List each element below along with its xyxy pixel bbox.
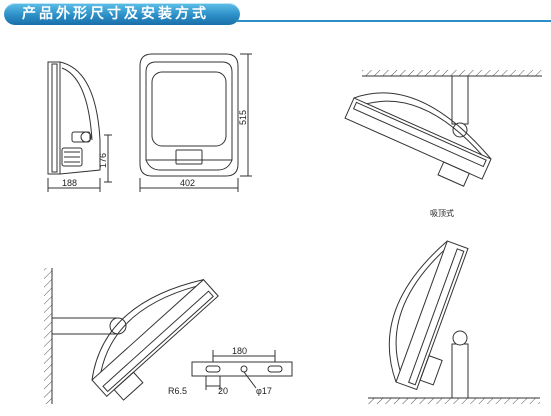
dim-side-depth: 188 <box>62 178 77 188</box>
dim-front-height: 515 <box>238 110 248 125</box>
dim-bracket-hole: φ17 <box>256 386 272 396</box>
floor-mount-view <box>368 240 540 404</box>
dim-bracket-radius: R6.5 <box>168 386 187 396</box>
title-banner: 产品外形尺寸及安装方式 <box>4 3 240 25</box>
side-view <box>47 61 112 192</box>
front-view <box>139 53 252 192</box>
ceiling-mount-view <box>344 70 542 187</box>
dim-bracket-offset: 20 <box>218 386 228 396</box>
dim-front-width: 402 <box>180 178 195 188</box>
header-bar: 产品外形尺寸及安装方式 <box>0 0 551 28</box>
ceiling-mount-caption: 吸顶式 <box>430 208 454 218</box>
bracket-detail <box>191 350 293 390</box>
dim-side-bracket-height: 176 <box>98 153 108 168</box>
wall-mount-view <box>44 268 219 404</box>
dim-bracket-length: 180 <box>232 346 247 356</box>
title-underline <box>236 20 551 22</box>
page-title: 产品外形尺寸及安装方式 <box>22 6 209 22</box>
